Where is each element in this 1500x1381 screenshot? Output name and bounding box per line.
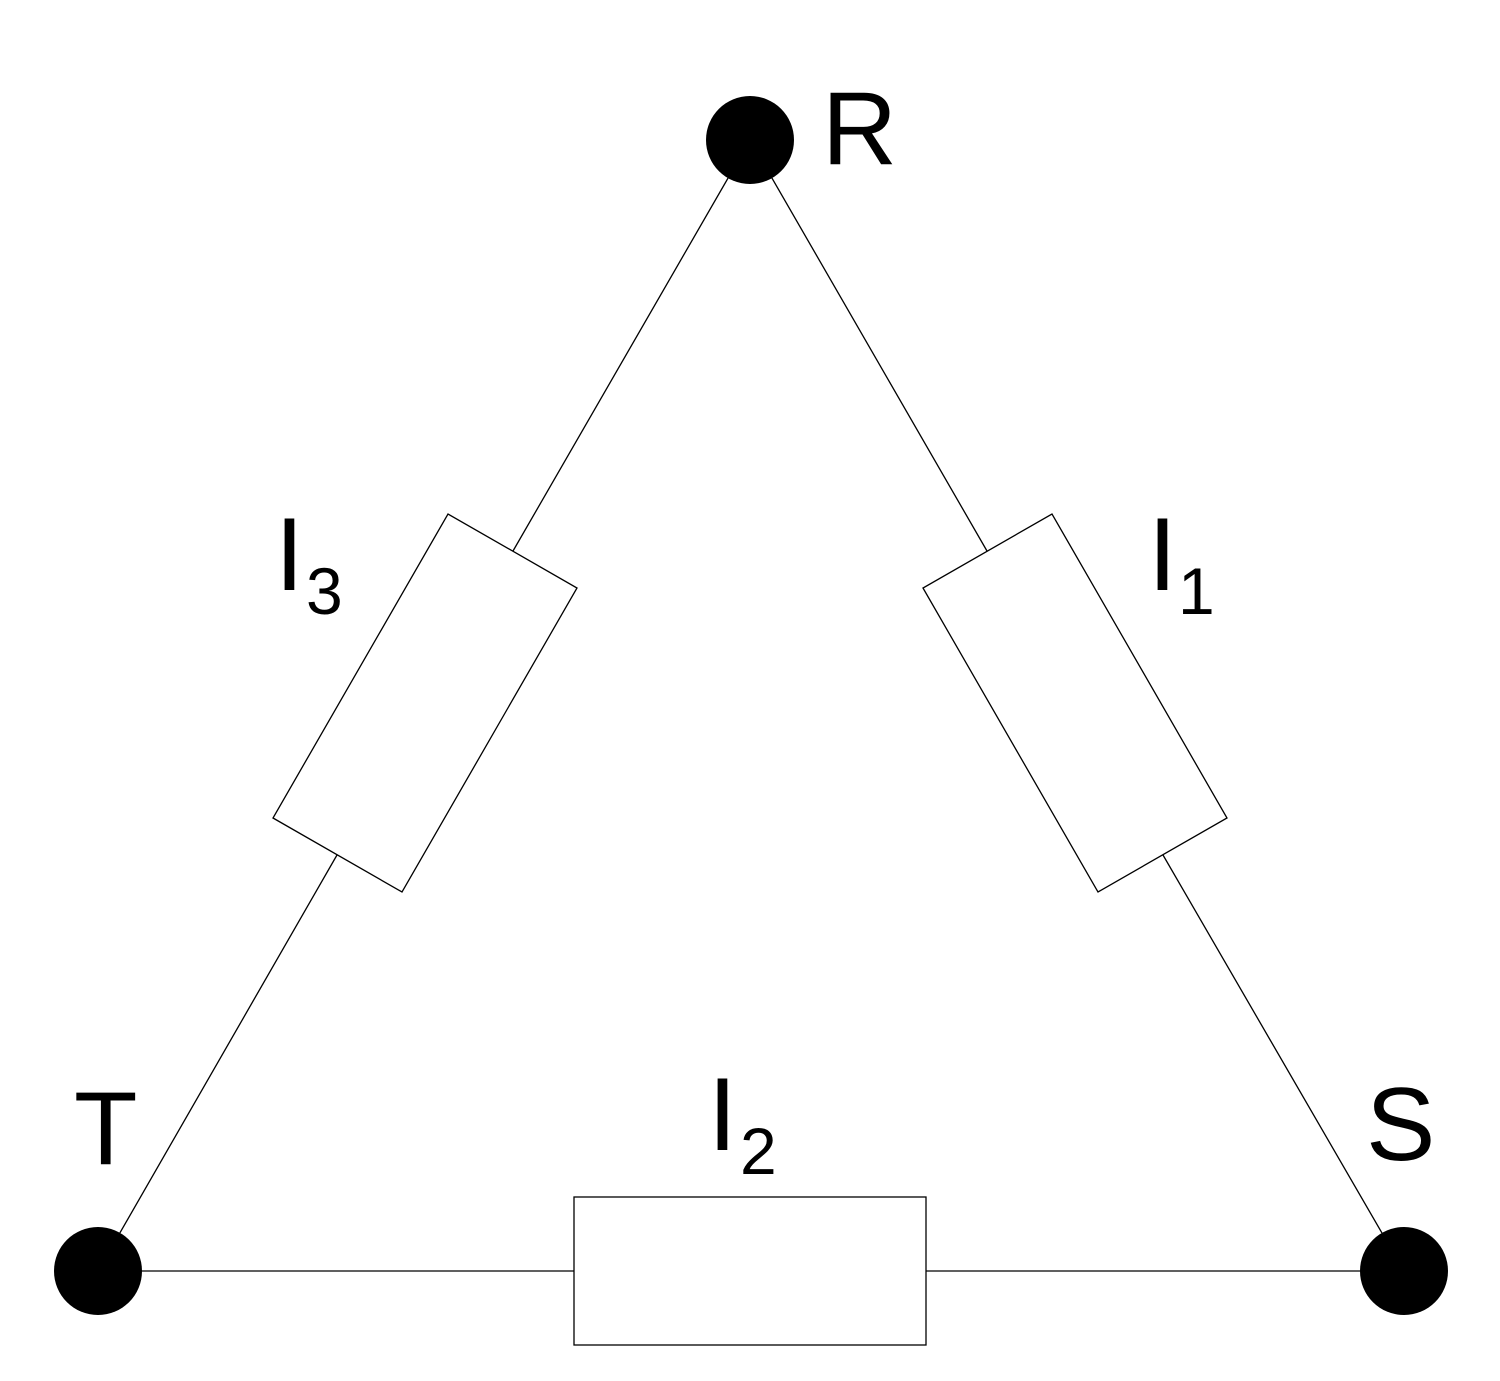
current-i1-sub: 1 (1178, 554, 1215, 628)
current-label-i2: I 2 (708, 1057, 777, 1188)
node-r-dot (706, 96, 794, 184)
load-1-resistor (922, 513, 1228, 893)
current-label-i3: I 3 (275, 497, 343, 628)
current-label-i1: I 1 (1148, 497, 1215, 628)
current-i1-main: I (1148, 497, 1177, 613)
node-t-dot (54, 1227, 142, 1315)
current-i2-main: I (708, 1057, 737, 1173)
wire-load-1-to-s (1162, 854, 1405, 1272)
wire-load-3-to-t (97, 854, 338, 1272)
node-r-label: R (822, 71, 897, 187)
node-t-label: T (74, 1071, 138, 1187)
load-3-resistor (272, 513, 578, 893)
current-i3-main: I (275, 497, 304, 613)
wire-r-to-load-1 (749, 139, 988, 552)
load-2-resistor (573, 1196, 927, 1346)
node-s-label: S (1366, 1067, 1435, 1183)
node-s-dot (1360, 1227, 1448, 1315)
wire-r-to-load-3 (512, 139, 751, 552)
current-i2-sub: 2 (740, 1114, 777, 1188)
current-i3-sub: 3 (306, 554, 343, 628)
